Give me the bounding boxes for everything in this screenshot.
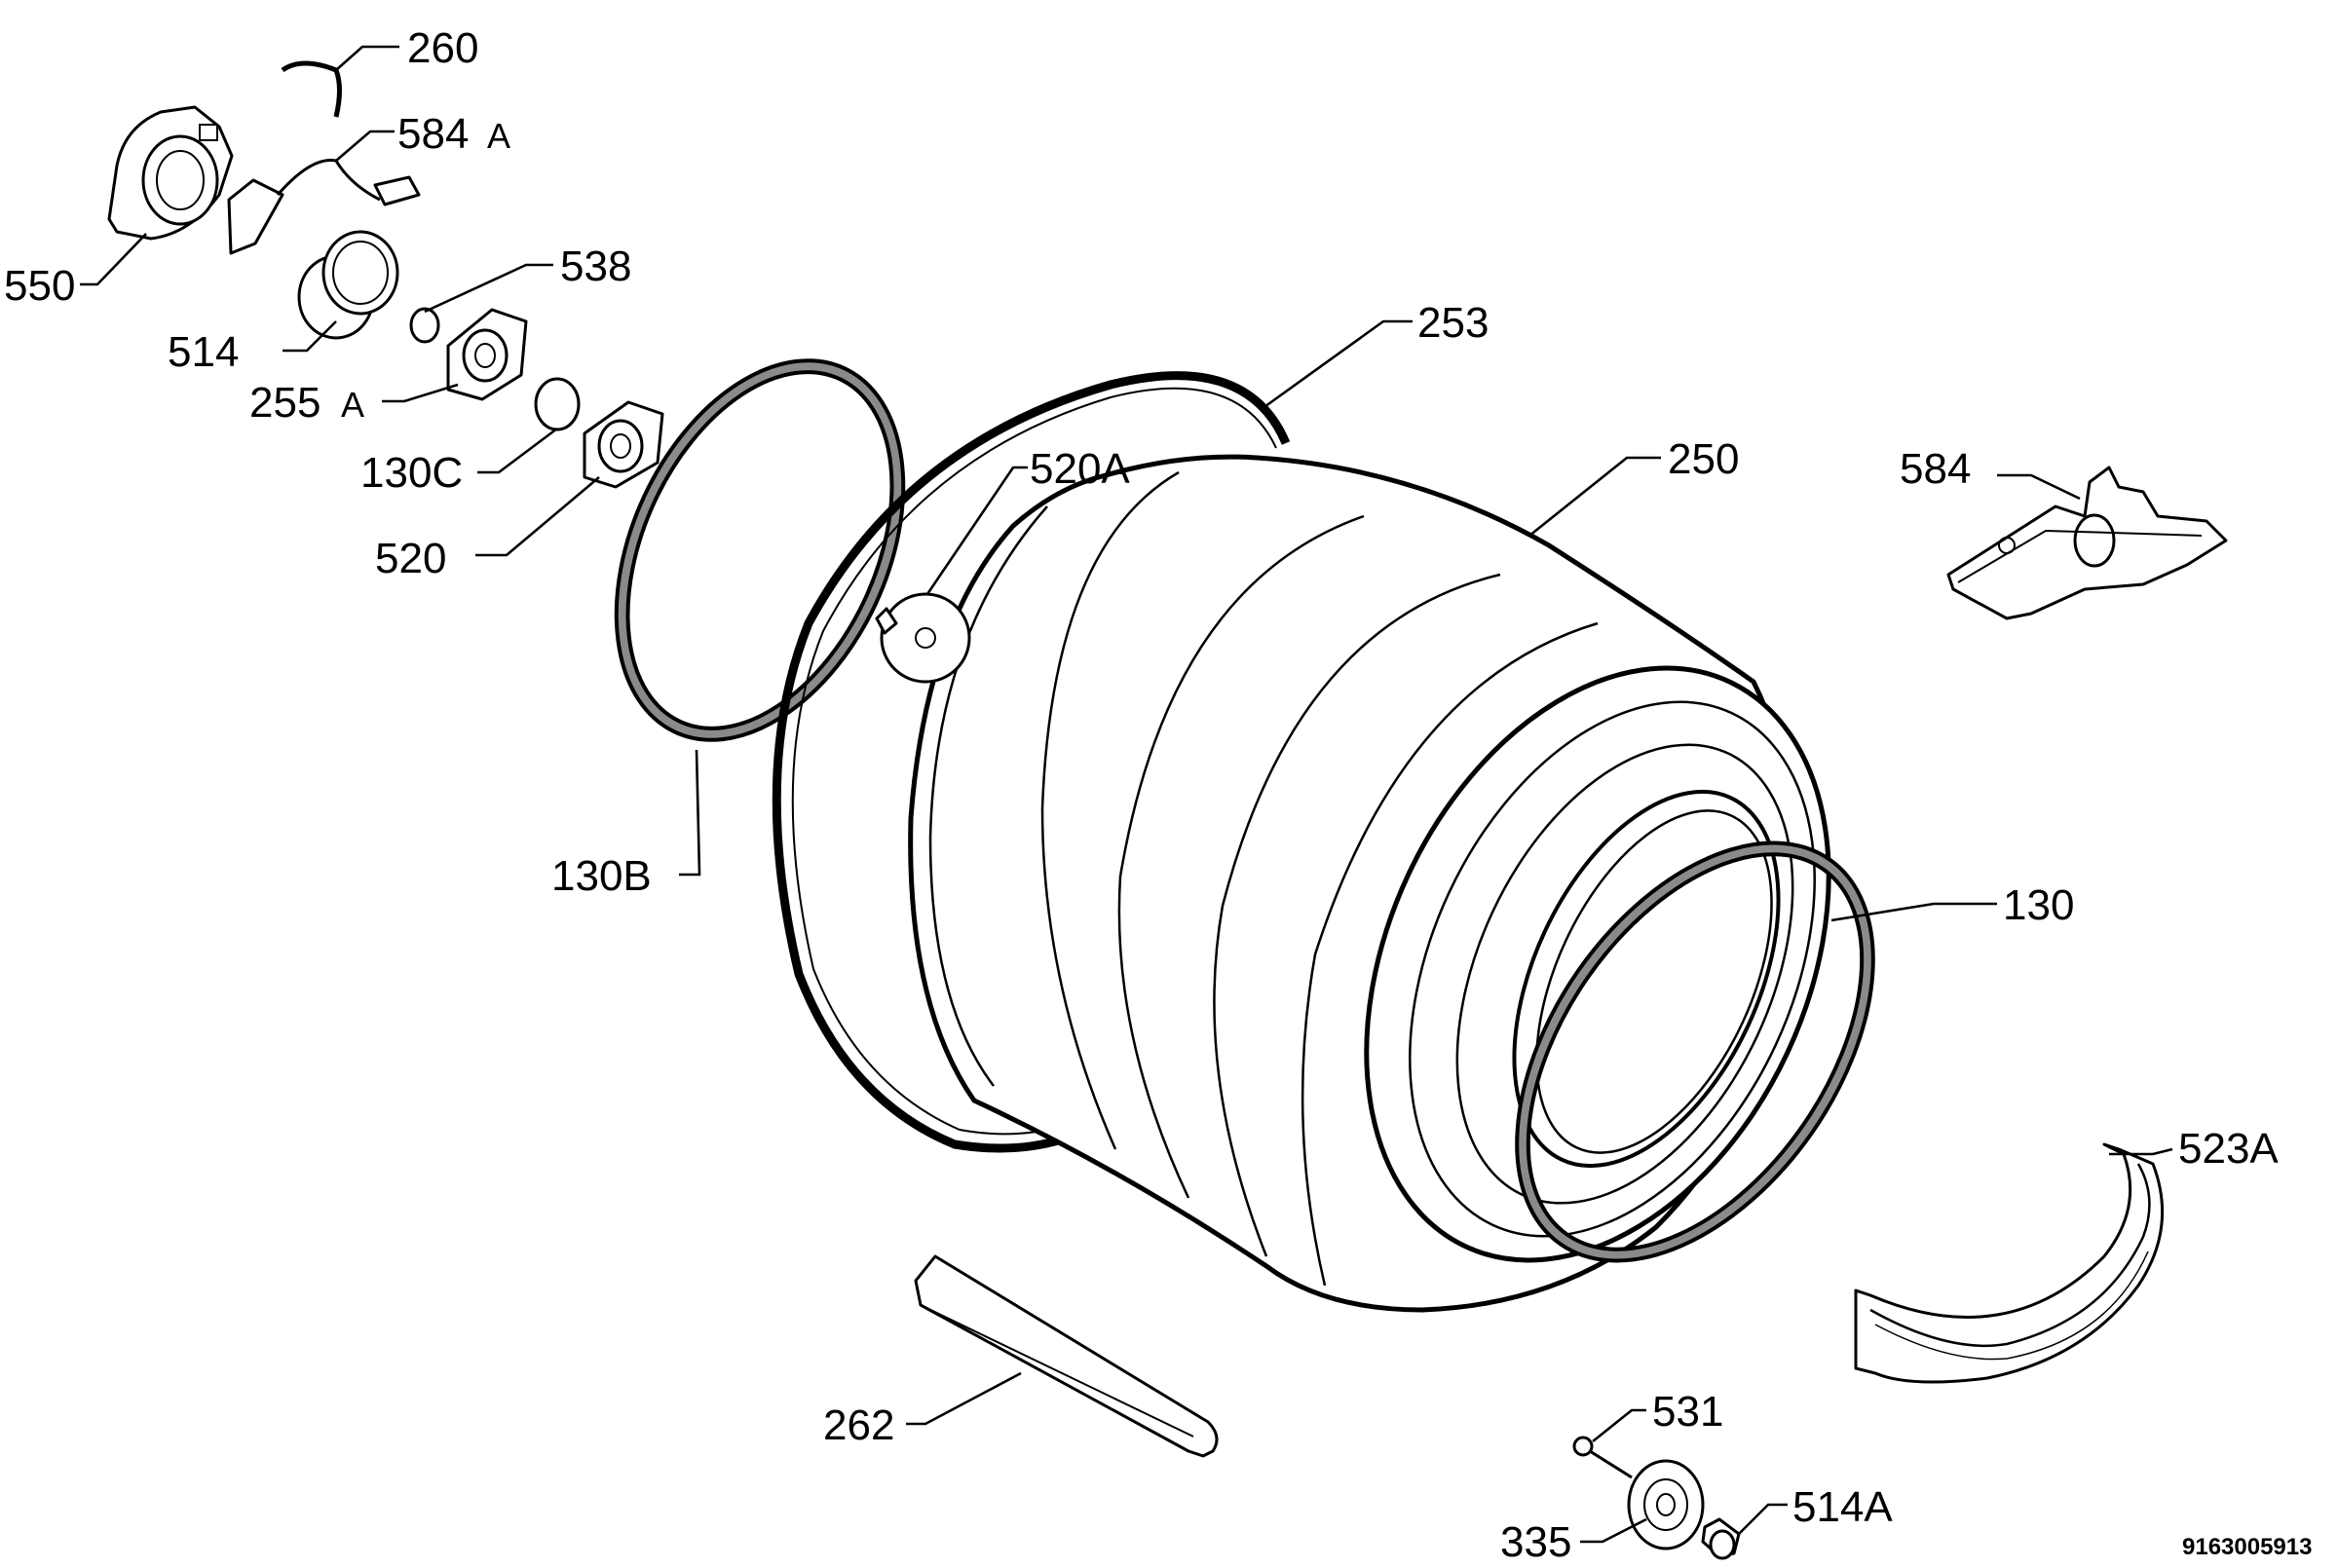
part-130-front-felt <box>1515 840 1875 1263</box>
callout-584a-suffix: A <box>487 116 510 156</box>
callout-514a: 514A <box>1792 1483 1893 1531</box>
callout-584: 584 <box>1900 445 1971 493</box>
part-250-drum <box>908 454 1831 1313</box>
callout-130: 130 <box>2003 881 2074 929</box>
leader-lines <box>80 45 2173 1544</box>
part-531-screw <box>1572 1436 1633 1479</box>
part-520-shaft-flange <box>583 400 664 489</box>
part-538-small-ring <box>409 307 440 344</box>
callout-520: 520 <box>375 535 446 582</box>
part-514a-bushing <box>1701 1517 1741 1560</box>
callout-514: 514 <box>168 328 239 376</box>
part-514-ring <box>297 230 399 340</box>
part-130c-ring <box>534 377 581 431</box>
part-255a-flange <box>446 308 528 401</box>
part-523a-curved-guide <box>1854 1142 2165 1384</box>
callout-538: 538 <box>560 243 631 290</box>
callout-253: 253 <box>1417 299 1489 347</box>
callout-520a: 520A <box>1030 445 1130 493</box>
callout-584a: 584 <box>397 110 469 158</box>
callout-255a: 255 <box>249 379 321 427</box>
callout-130b: 130B <box>551 852 652 900</box>
part-584-bracket <box>1946 466 2228 620</box>
part-130b-felt-seal <box>614 358 906 742</box>
callout-531: 531 <box>1652 1388 1723 1436</box>
callout-335: 335 <box>1500 1518 1571 1566</box>
part-335-roller <box>1627 1459 1705 1550</box>
callout-255a-suffix: A <box>341 385 364 425</box>
part-262-lifter-rib <box>914 1254 1219 1458</box>
part-520a-shaft-plate <box>875 592 971 684</box>
callout-523a: 523A <box>2178 1125 2279 1173</box>
callout-130c: 130C <box>360 449 463 497</box>
callout-250: 250 <box>1668 435 1739 483</box>
part-550-bearing-bracket <box>107 105 234 241</box>
part-584a-sensor <box>227 158 421 255</box>
document-number: 9163005913 <box>2182 1534 2312 1560</box>
part-253-drum-belt <box>772 371 1291 1153</box>
callout-260: 260 <box>407 24 478 72</box>
callout-550: 550 <box>4 262 75 310</box>
part-260-wire <box>281 60 342 118</box>
callout-262: 262 <box>823 1401 894 1449</box>
